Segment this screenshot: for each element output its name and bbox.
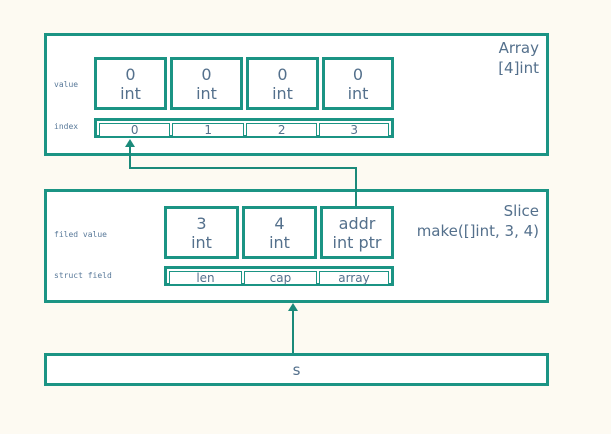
slice-field-cell: array (318, 271, 389, 285)
array-pointer-segment-vertical-right (355, 167, 357, 206)
slice-cell-value: 3 (196, 213, 207, 233)
slice-caption: Slice make([]int, 3, 4) (389, 201, 539, 241)
slice-caption-line1: Slice (503, 202, 539, 220)
slice-field-cell: len (169, 271, 242, 285)
slice-cell-type: int ptr (332, 232, 382, 252)
slice-value-cell: 4 int (242, 206, 317, 259)
array-cell-type: int (196, 83, 217, 103)
variable-box: s (44, 353, 549, 386)
array-index-cell: 2 (245, 123, 318, 137)
slice-cell-value: 4 (274, 213, 285, 233)
array-cell-type: int (272, 83, 293, 103)
array-cell-value: 0 (277, 64, 288, 84)
array-index-label: index (54, 122, 79, 131)
slice-field-cell: cap (243, 271, 317, 285)
slice-cell-type: int (191, 232, 212, 252)
array-pointer-arrowhead (125, 139, 135, 147)
slice-caption-line2: make([]int, 3, 4) (416, 222, 539, 240)
slice-field-row: len cap array (164, 266, 394, 286)
array-value-cell: 0 int (246, 57, 319, 110)
array-cell-value: 0 (201, 64, 212, 84)
array-pointer-segment-horizontal (129, 167, 357, 169)
array-caption-line2: [4]int (498, 59, 539, 77)
array-index-cell: 0 (99, 123, 171, 137)
array-value-cell: 0 int (170, 57, 243, 110)
array-index-cell: 3 (319, 123, 389, 137)
variable-pointer-arrowhead (288, 303, 298, 311)
array-cell-type: int (347, 83, 369, 103)
variable-pointer-segment (292, 310, 294, 353)
slice-value-cell: addr int ptr (320, 206, 394, 259)
array-index-row: 0 1 2 3 (94, 118, 394, 138)
slice-value-cell: 3 int (164, 206, 239, 259)
array-pointer-segment-vertical-left (129, 146, 131, 168)
array-caption-line1: Array (498, 39, 539, 57)
array-index-cell: 1 (172, 123, 244, 137)
array-value-cell: 0 int (94, 57, 167, 110)
array-cell-value: 0 (125, 64, 136, 84)
array-value-label: value (54, 80, 79, 89)
slice-value-label: filed value (54, 230, 107, 239)
array-value-cell: 0 int (322, 57, 394, 110)
slice-value-row: 3 int 4 int addr int ptr (164, 206, 394, 259)
array-cell-type: int (120, 83, 141, 103)
variable-name: s (292, 360, 301, 379)
slice-field-label: struct field (54, 271, 112, 280)
array-caption: Array [4]int (399, 38, 539, 78)
slice-cell-type: int (269, 232, 290, 252)
slice-cell-value: addr (338, 213, 376, 233)
array-cell-value: 0 (352, 64, 364, 84)
array-value-row: 0 int 0 int 0 int 0 int (94, 57, 394, 110)
